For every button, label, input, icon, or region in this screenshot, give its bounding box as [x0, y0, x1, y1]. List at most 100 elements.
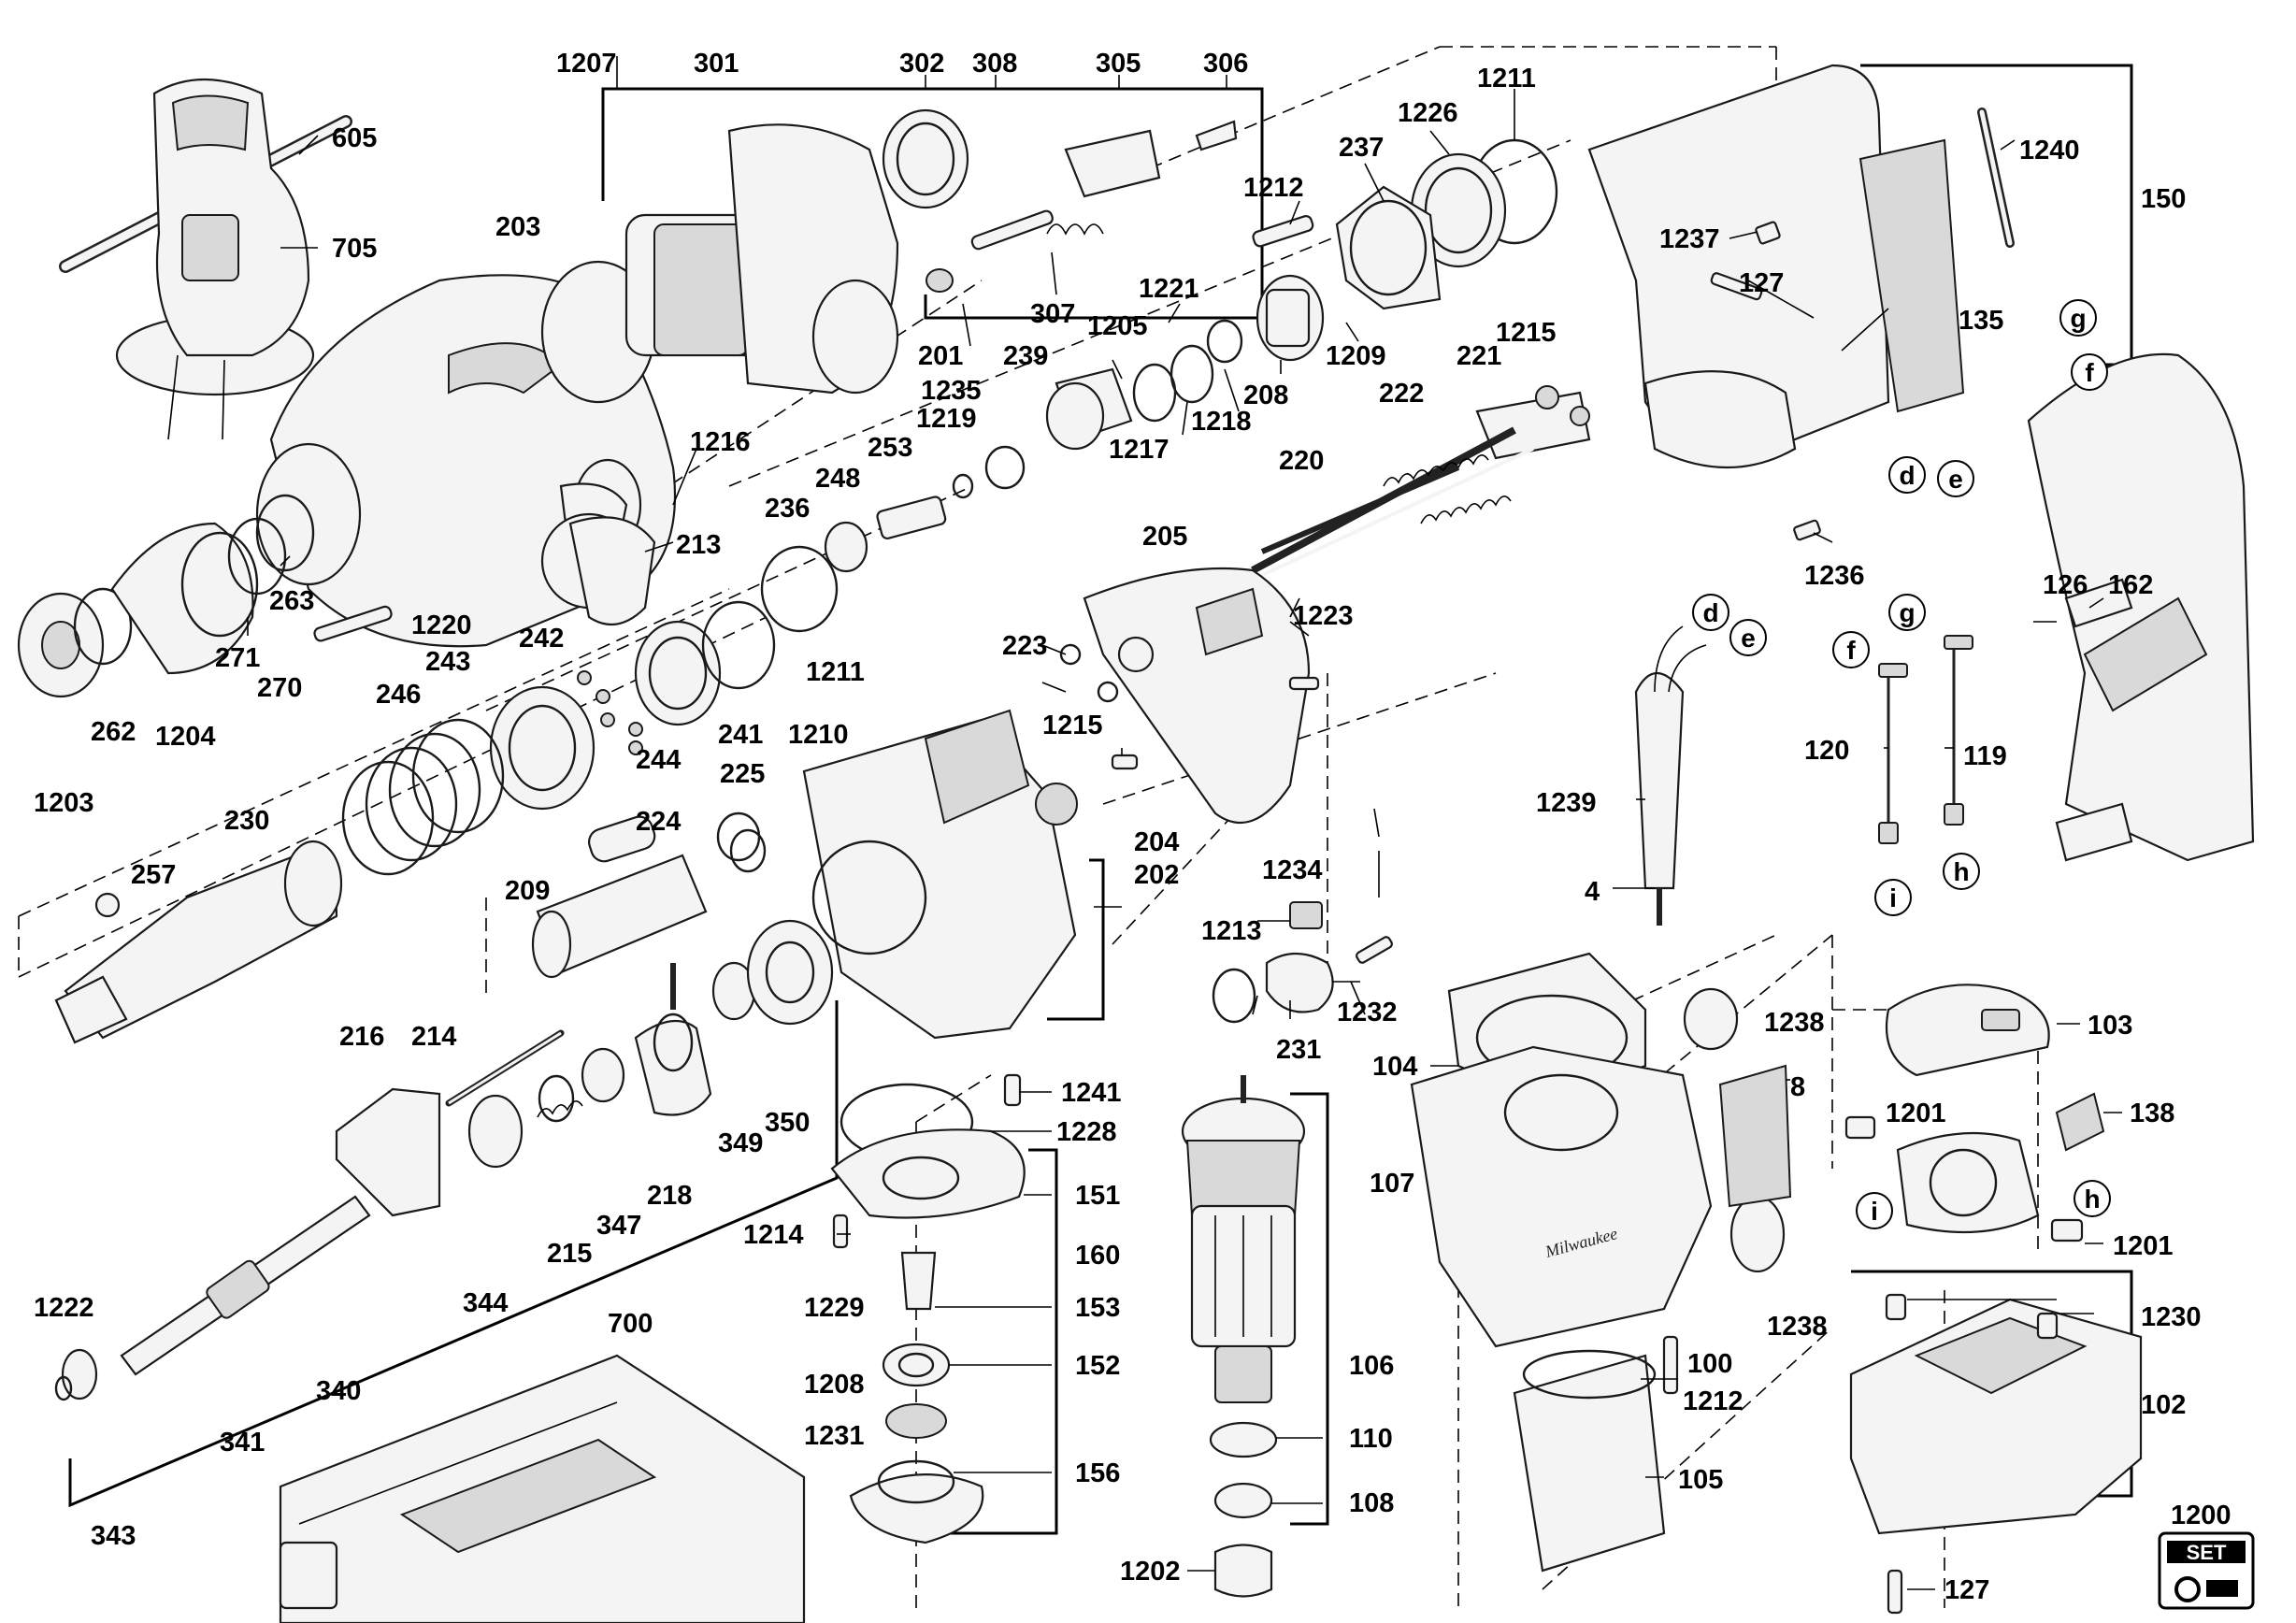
label-209: 209 — [505, 876, 550, 906]
label-221: 221 — [1457, 341, 1501, 371]
label-1201-bot: 1201 — [2113, 1231, 2174, 1261]
label-107: 107 — [1370, 1169, 1414, 1199]
label-103: 103 — [2088, 1011, 2132, 1041]
label-223: 223 — [1002, 631, 1047, 661]
label-1226: 1226 — [1398, 98, 1458, 128]
label-1236: 1236 — [1804, 561, 1865, 591]
label-4: 4 — [1585, 877, 1600, 907]
set-badge-text: SET — [2187, 1541, 2227, 1564]
label-127-bot: 127 — [1944, 1575, 1989, 1605]
label-1222: 1222 — [34, 1293, 94, 1323]
label-120: 120 — [1804, 736, 1849, 766]
label-1218: 1218 — [1191, 407, 1252, 437]
label-1202: 1202 — [1120, 1557, 1181, 1587]
label-262: 262 — [91, 717, 136, 747]
label-204: 204 — [1134, 827, 1179, 857]
label-301: 301 — [694, 49, 739, 79]
callout-f-wire: f — [1846, 636, 1856, 665]
label-208: 208 — [1243, 381, 1288, 410]
label-344: 344 — [463, 1288, 508, 1318]
label-1217: 1217 — [1109, 435, 1170, 465]
label-1215-top: 1215 — [1496, 318, 1557, 348]
label-1211-mid: 1211 — [806, 657, 865, 687]
label-340: 340 — [316, 1376, 361, 1406]
label-222: 222 — [1379, 379, 1424, 409]
label-215: 215 — [547, 1239, 592, 1269]
label-1204: 1204 — [155, 722, 216, 752]
label-1241: 1241 — [1061, 1078, 1122, 1108]
label-1238-top: 1238 — [1764, 1008, 1825, 1038]
label-1229: 1229 — [804, 1293, 865, 1323]
label-119: 119 — [1963, 741, 2007, 771]
label-127-top: 127 — [1739, 268, 1784, 298]
label-1223: 1223 — [1293, 601, 1354, 631]
label-1214: 1214 — [743, 1220, 804, 1250]
label-343: 343 — [91, 1521, 136, 1551]
label-1208: 1208 — [804, 1370, 865, 1400]
label-305: 305 — [1096, 49, 1141, 79]
label-270: 270 — [257, 673, 302, 703]
label-349: 349 — [718, 1128, 763, 1158]
label-160: 160 — [1075, 1241, 1120, 1271]
label-216: 216 — [339, 1022, 384, 1052]
label-1221: 1221 — [1139, 274, 1199, 304]
callout-letters: g f d e d e g f i h i h — [1692, 299, 2111, 1229]
callout-g-wire: g — [1899, 598, 1915, 627]
label-1215-mid: 1215 — [1042, 711, 1103, 740]
label-213: 213 — [676, 530, 721, 560]
label-162: 162 — [2108, 570, 2153, 600]
label-1212-top: 1212 — [1243, 173, 1304, 203]
label-700: 700 — [608, 1309, 653, 1339]
callout-h-wire: h — [1953, 857, 1969, 886]
label-308: 308 — [972, 49, 1017, 79]
label-1235: 1235 — [921, 376, 982, 406]
label-135: 135 — [1959, 306, 2003, 336]
label-1237: 1237 — [1659, 224, 1720, 254]
label-242: 242 — [519, 624, 564, 654]
label-302: 302 — [899, 49, 944, 79]
label-138: 138 — [2130, 1099, 2174, 1128]
label-237: 237 — [1339, 133, 1384, 163]
label-108: 108 — [1349, 1488, 1394, 1518]
callout-d-cord: d — [1702, 598, 1718, 627]
callout-i-wire: i — [1889, 883, 1897, 912]
label-605: 605 — [332, 123, 377, 153]
label-241: 241 — [718, 720, 763, 750]
label-231: 231 — [1276, 1035, 1321, 1065]
assembly-guide-lines — [18, 46, 2039, 1608]
label-203: 203 — [495, 212, 540, 242]
label-1200: 1200 — [2171, 1501, 2231, 1530]
part-labels: 1207 301 302 308 305 306 1211 1226 237 6… — [34, 49, 2231, 1605]
callout-f-handle: f — [2085, 358, 2094, 387]
label-307: 307 — [1030, 299, 1075, 329]
label-1234: 1234 — [1262, 855, 1323, 885]
label-239: 239 — [1003, 341, 1048, 371]
label-1231: 1231 — [804, 1421, 865, 1451]
label-1220: 1220 — [411, 610, 472, 640]
label-1238-bot: 1238 — [1767, 1312, 1828, 1342]
label-253: 253 — [868, 433, 912, 463]
label-218: 218 — [647, 1181, 692, 1211]
label-126: 126 — [2043, 570, 2088, 600]
label-350: 350 — [765, 1108, 810, 1138]
label-1239: 1239 — [1536, 788, 1597, 818]
label-153: 153 — [1075, 1293, 1120, 1323]
label-224: 224 — [636, 807, 681, 837]
label-202: 202 — [1134, 860, 1179, 890]
label-220: 220 — [1279, 446, 1324, 476]
label-263: 263 — [269, 586, 314, 616]
label-271: 271 — [215, 643, 260, 673]
label-1230: 1230 — [2141, 1302, 2202, 1332]
label-246: 246 — [376, 680, 421, 710]
label-1211-top: 1211 — [1477, 64, 1536, 93]
label-1212-bot: 1212 — [1683, 1386, 1744, 1416]
label-1201-top: 1201 — [1886, 1099, 1946, 1128]
label-1209: 1209 — [1326, 341, 1386, 371]
label-225: 225 — [720, 759, 765, 789]
label-110: 110 — [1349, 1424, 1393, 1454]
label-214: 214 — [411, 1022, 456, 1052]
label-1240: 1240 — [2019, 136, 2080, 165]
label-1203: 1203 — [34, 788, 94, 818]
parts-artwork — [17, 64, 2255, 1623]
